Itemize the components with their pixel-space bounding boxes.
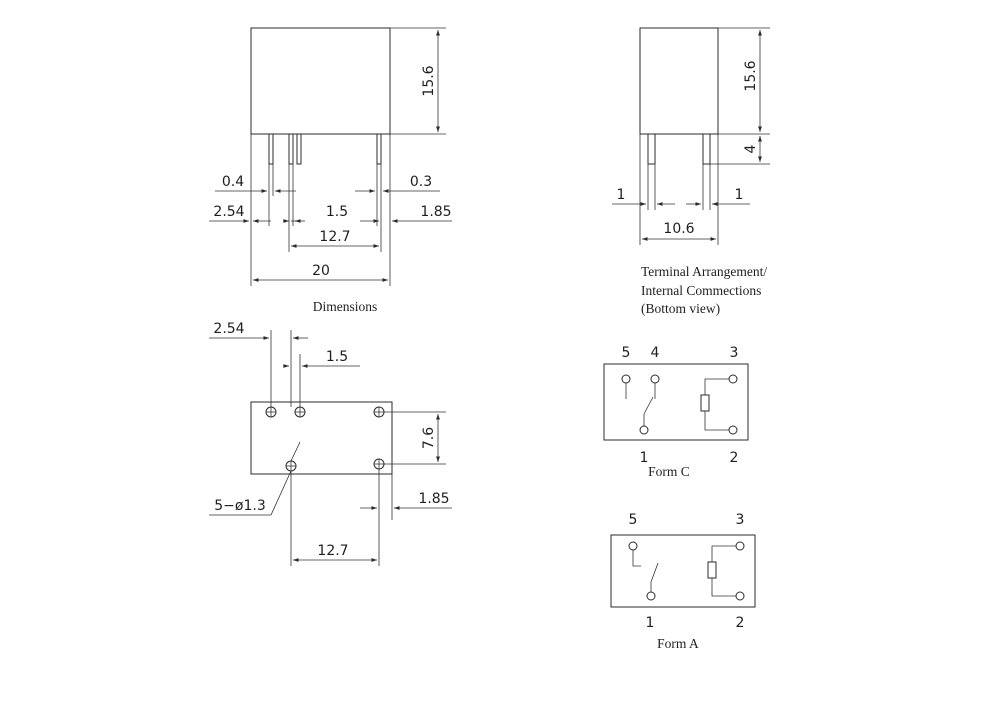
- hole-4: [294, 406, 306, 418]
- dim-pin-thickness: 0.3: [410, 174, 432, 190]
- front-pins: [268, 133, 382, 165]
- form-c-pin-2: 2: [730, 450, 739, 466]
- caption-form-c: Form C: [648, 464, 690, 479]
- dim-pin-gap: 1.5: [326, 204, 348, 220]
- caption-terminal-line2: Internal Commections: [641, 283, 761, 298]
- dim-row-pitch: 7.6: [421, 427, 437, 449]
- form-a-pin-5: 5: [629, 512, 638, 528]
- hole-5: [265, 406, 277, 418]
- pcb-outline: [250, 401, 393, 475]
- dim-edge-right: 1.85: [420, 204, 451, 220]
- pcb-layout: 2.54 1.5 7.6 5−ø1.3 1.85 12.7: [209, 321, 452, 566]
- dim-pcb-edge-right: 1.85: [418, 491, 449, 507]
- pcb-holes: [265, 406, 385, 472]
- relay-body-side: [639, 27, 719, 135]
- form-a-pin-1: 1: [646, 615, 655, 631]
- form-c-schematic: 5 4 3 1 2 Form C: [603, 345, 749, 479]
- hole-3: [373, 406, 385, 418]
- dim-side-pin-left: 1: [617, 187, 626, 203]
- caption-form-a: Form A: [657, 636, 699, 651]
- form-a-pin-2: 2: [736, 615, 745, 631]
- dim-front-height: 15.6: [421, 65, 437, 96]
- dim-pin-length: 4: [743, 144, 759, 153]
- dim-pin-span: 12.7: [319, 229, 350, 245]
- dim-pcb-pin-gap: 1.5: [326, 349, 348, 365]
- form-c-pin-3: 3: [730, 345, 739, 361]
- dim-pin-width: 0.4: [222, 174, 244, 190]
- caption-terminal-line1: Terminal Arrangement/: [641, 264, 767, 279]
- dim-edge-left: 2.54: [213, 204, 244, 220]
- dim-body-width: 10.6: [663, 221, 694, 237]
- form-a-pin-3: 3: [736, 512, 745, 528]
- dim-side-pin-right: 1: [735, 187, 744, 203]
- form-c-pin-5: 5: [622, 345, 631, 361]
- form-a-schematic: 5 3 1 2 Form A: [610, 512, 756, 651]
- caption-terminal-line3: (Bottom view): [641, 301, 720, 316]
- form-c-pin-4: 4: [651, 345, 660, 361]
- dim-pcb-edge-left: 2.54: [213, 321, 244, 337]
- form-c-box: [603, 363, 749, 441]
- relay-body-front: [250, 27, 391, 135]
- dim-side-height: 15.6: [743, 60, 759, 91]
- front-view: 15.6 0.4 0.3 2.54 1.5 1.85 12.7: [209, 27, 452, 314]
- side-pins: [647, 133, 711, 165]
- hole-1: [285, 460, 297, 472]
- dim-pcb-pin-span: 12.7: [317, 543, 348, 559]
- form-c-pin-1: 1: [640, 450, 649, 466]
- hole-2: [373, 458, 385, 470]
- side-view: 15.6 4 1 1 10.6 Terminal Arrangement/ In…: [612, 27, 770, 316]
- form-a-box: [610, 534, 756, 608]
- dim-body-length: 20: [312, 263, 330, 279]
- caption-dimensions: Dimensions: [313, 299, 378, 314]
- dim-hole-size: 5−ø1.3: [214, 498, 265, 514]
